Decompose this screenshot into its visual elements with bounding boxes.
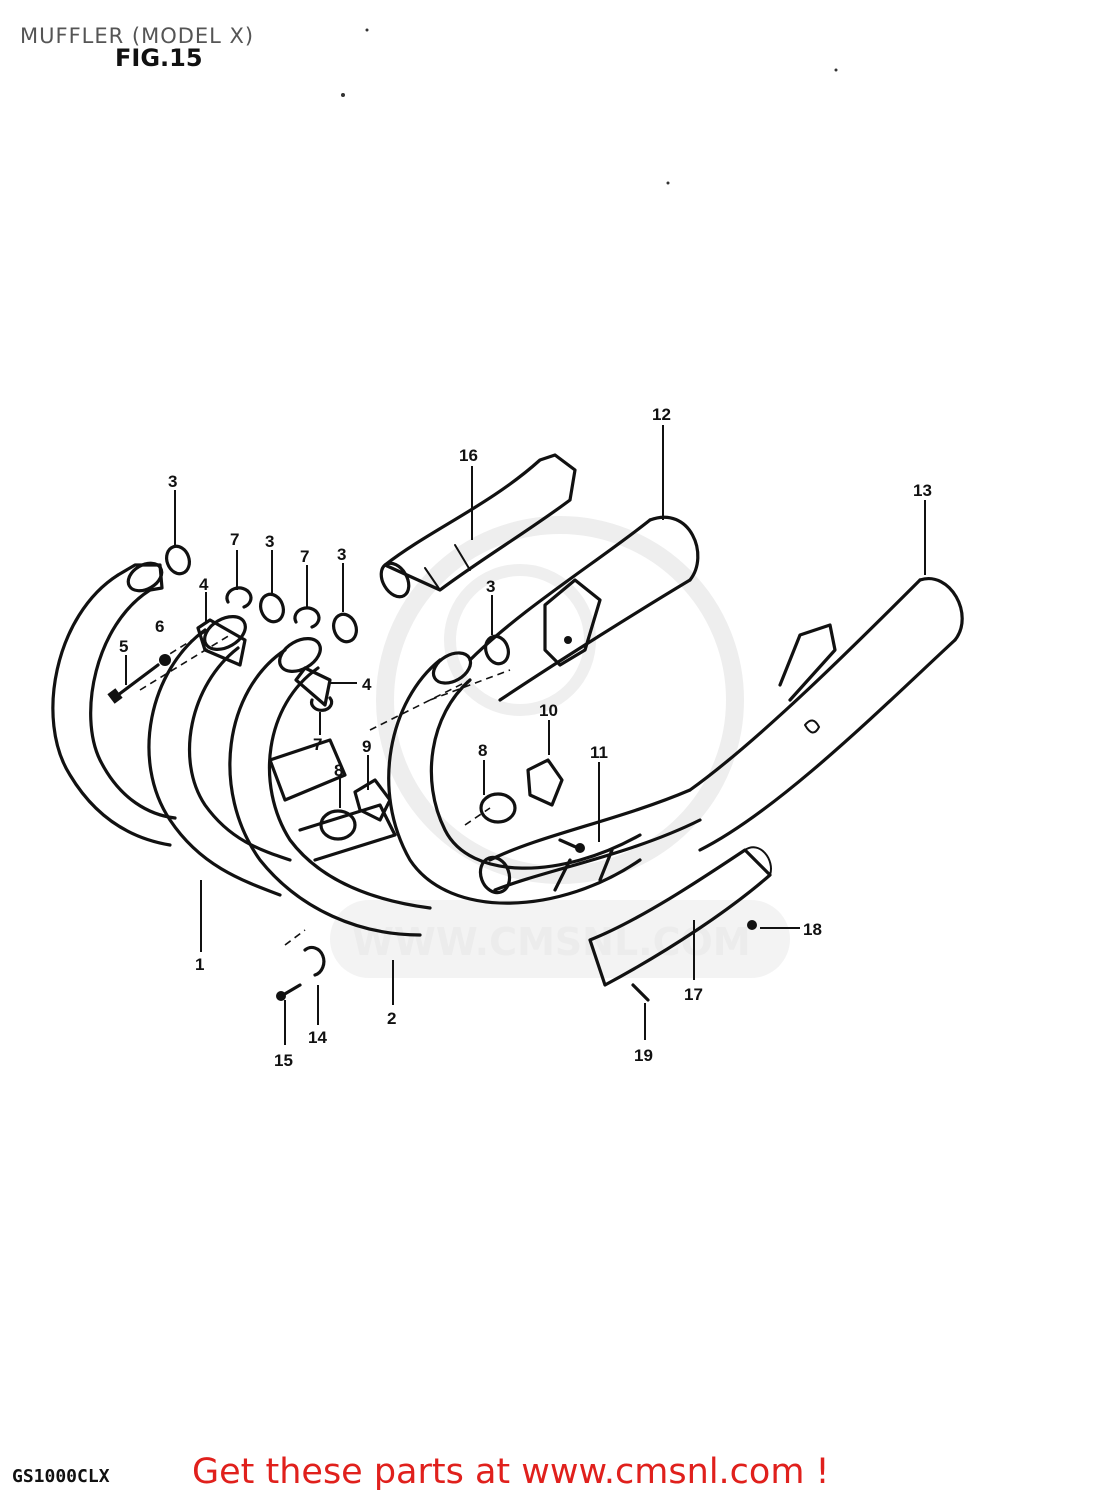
callout-8: 8 [478, 741, 487, 760]
joints-8 [319, 792, 517, 841]
bolt-5 [107, 663, 160, 704]
heat-shield-17 [588, 846, 772, 987]
figure-label: FIG.15 [115, 44, 203, 72]
scan-specks [341, 28, 838, 185]
exhaust-pipe-2 [147, 615, 292, 897]
nut-6 [159, 654, 171, 666]
callout-12: 12 [652, 405, 671, 424]
callout-11: 11 [590, 743, 608, 762]
muffler-13 [688, 576, 964, 852]
flanges [196, 618, 332, 707]
callout-16: 16 [459, 446, 478, 465]
callout-3: 3 [337, 545, 346, 564]
gaskets [165, 544, 510, 666]
callout-4: 4 [199, 575, 209, 594]
callout-7: 7 [313, 735, 322, 754]
callout-8: 8 [334, 761, 343, 780]
callout-19: 19 [634, 1046, 653, 1065]
callout-7: 7 [300, 547, 309, 566]
callout-13: 13 [913, 481, 932, 500]
callout-18: 18 [803, 920, 822, 939]
split-rings [225, 586, 334, 712]
callout-1: 1 [195, 955, 204, 974]
collector-tubes [268, 738, 702, 895]
callout-7: 7 [230, 530, 239, 549]
alignment-lines [139, 631, 511, 946]
callout-5: 5 [119, 637, 128, 656]
callout-6: 6 [155, 617, 164, 636]
callout-3: 3 [486, 577, 495, 596]
exhaust-pipe-3 [228, 637, 432, 937]
small-bolts [276, 838, 757, 1002]
callout-4: 4 [362, 675, 372, 694]
callout-3: 3 [168, 472, 177, 491]
callout-10: 10 [539, 701, 558, 720]
watermark: WWW.CMSNL.COM [330, 516, 790, 978]
watermark-text: WWW.CMSNL.COM [352, 920, 751, 964]
heat-shield-16 [379, 453, 577, 599]
callout-15: 15 [274, 1051, 293, 1070]
clamps [303, 758, 564, 977]
callout-9: 9 [362, 737, 371, 756]
model-code: GS1000CLX [12, 1466, 110, 1487]
callout-14: 14 [308, 1028, 327, 1047]
leader-lines [125, 425, 926, 1045]
page-title: MUFFLER (MODEL X) [20, 24, 255, 48]
callout-3: 3 [265, 532, 274, 551]
callouts: 3 3 3 3 4 4 5 6 7 7 7 8 8 9 10 11 12 13 … [119, 405, 932, 1070]
promo-link[interactable]: Get these parts at www.cmsnl.com ! [192, 1452, 830, 1492]
exhaust-pipe-1 [51, 561, 177, 847]
callout-17: 17 [684, 985, 703, 1004]
callout-2: 2 [387, 1009, 396, 1028]
